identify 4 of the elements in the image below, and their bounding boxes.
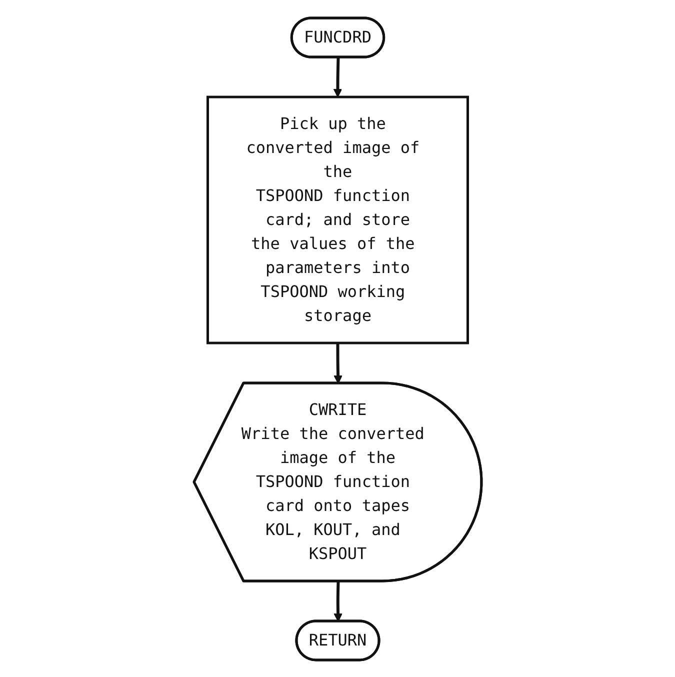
node-box: Pick up the converted image of the TSPOOND function card; and store the values of the parameters into TSPOOND working storage (206, 95, 469, 344)
arrow (333, 56, 342, 97)
arrow (333, 342, 342, 384)
arrow (333, 580, 342, 622)
